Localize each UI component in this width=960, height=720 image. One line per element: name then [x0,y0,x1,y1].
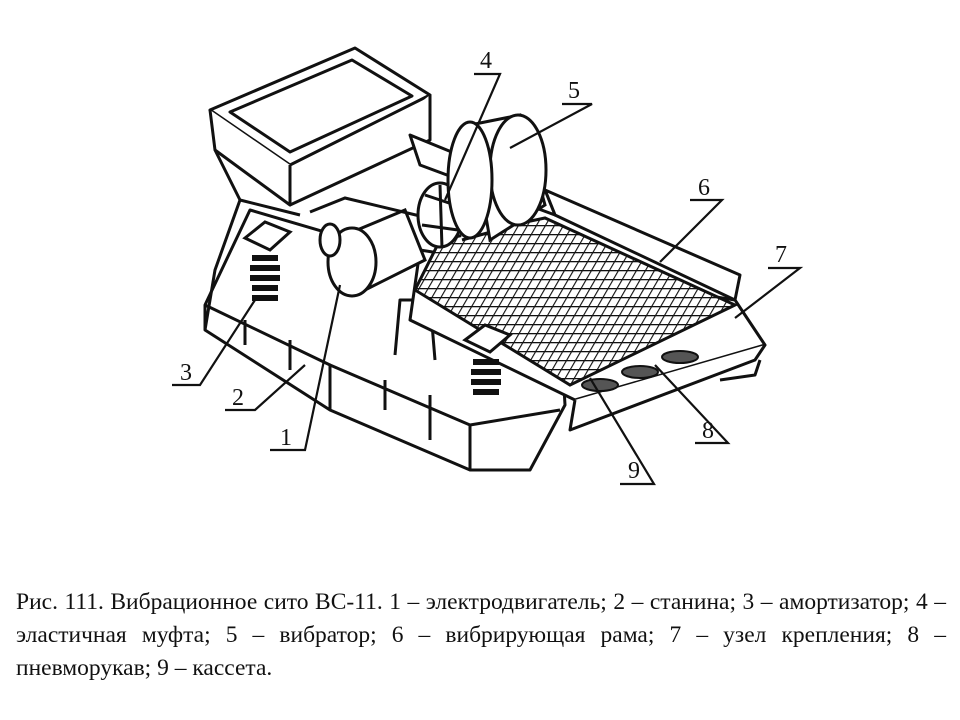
part-label-9: 9 [628,458,640,484]
callout-2: 2 [225,364,306,412]
callout-7: 7 [734,242,804,319]
callout-9: 9 [589,377,656,486]
callout-3: 3 [172,299,256,387]
pneumatic-sleeve [581,350,699,392]
figure-caption: Рис. 111. Вибрационное сито ВС-11. 1 – э… [16,589,946,681]
callout-6: 6 [659,175,725,263]
electric-motor [309,196,427,298]
part-label-3: 3 [180,360,192,386]
callout-1: 1 [270,284,342,452]
part-label-6: 6 [698,175,710,201]
part-label-7: 7 [775,242,787,268]
part-label-1: 1 [280,425,292,451]
callout-8: 8 [654,364,731,445]
machine-diagram: 3 2 1 4 5 6 7 8 9 [172,46,804,486]
vibrator [446,113,548,243]
part-label-4: 4 [480,48,492,74]
shock-absorber-right [462,323,513,395]
part-label-2: 2 [232,385,244,411]
shock-absorber-left [242,220,293,301]
callout-5: 5 [509,78,593,149]
callout-4: 4 [443,48,502,201]
feed-hopper [208,46,432,217]
part-label-5: 5 [568,78,580,104]
